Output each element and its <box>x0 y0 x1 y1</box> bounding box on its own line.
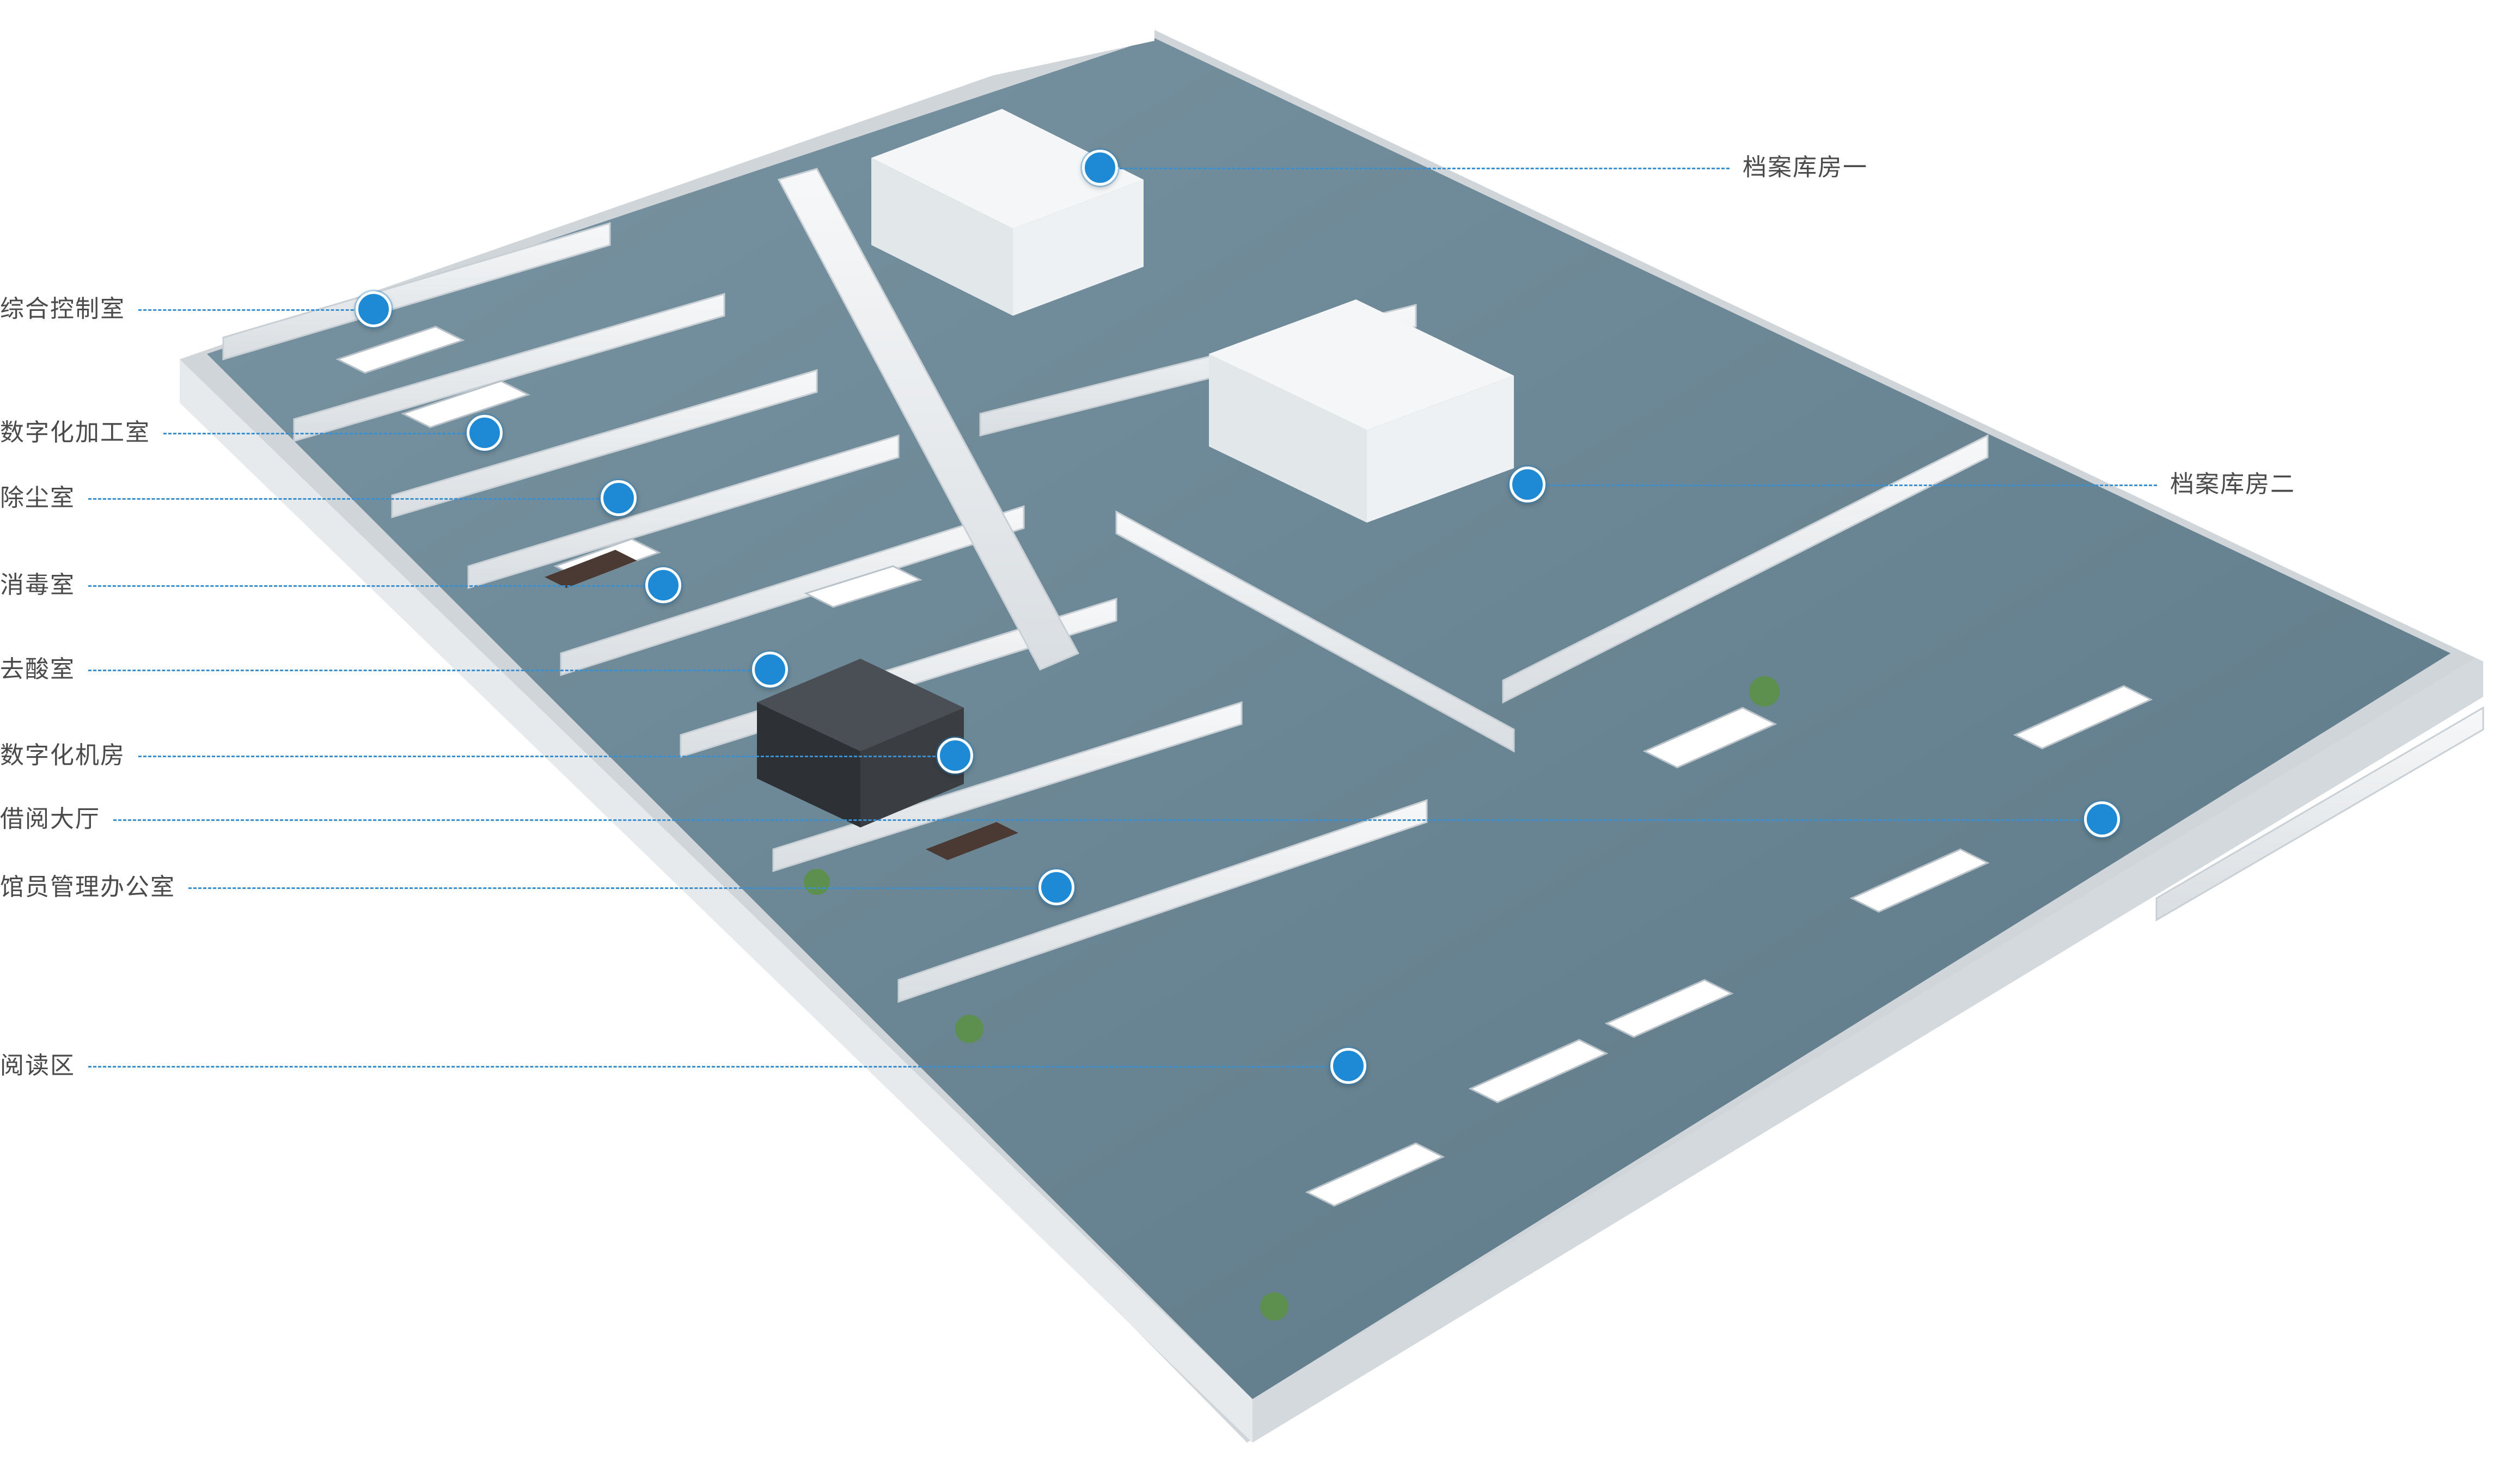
leader-line-control-room <box>138 309 374 311</box>
leader-line-deacidification-room <box>88 670 770 671</box>
outer-wall-left <box>180 359 1252 1443</box>
label-archive-2: 档案库房二 <box>2170 470 2295 498</box>
server-racks <box>757 659 964 827</box>
leader-line-lending-hall <box>113 819 2102 821</box>
office-desks <box>545 550 1018 860</box>
building-floor <box>207 38 2451 1399</box>
leader-line-server-room <box>138 756 955 757</box>
label-disinfection-room: 消毒室 <box>0 571 75 599</box>
label-lending-hall: 借阅大厅 <box>0 805 100 833</box>
leader-line-archive-1 <box>1100 168 1730 169</box>
hotspot-archive-2[interactable] <box>1510 467 1545 502</box>
leader-line-disinfection-room <box>88 585 663 587</box>
label-dust-removal-room: 除尘室 <box>0 484 75 512</box>
hotspot-dust-removal-room[interactable] <box>601 480 637 516</box>
label-archive-1: 档案库房一 <box>1743 154 1868 181</box>
label-deacidification-room: 去酸室 <box>0 655 75 683</box>
label-digitization-room: 数字化加工室 <box>0 419 150 446</box>
outer-wall-front <box>1252 653 2483 1443</box>
hotspot-staff-office[interactable] <box>1038 869 1074 905</box>
leader-line-digitization-room <box>163 433 485 434</box>
hotspot-disinfection-room[interactable] <box>645 567 681 603</box>
leader-line-dust-removal-room <box>88 498 619 500</box>
furniture <box>335 326 2153 1207</box>
archive-shelves-1 <box>871 109 1144 316</box>
leader-line-reading-area <box>88 1066 1348 1068</box>
outer-wall-back-left <box>697 19 1154 139</box>
leader-line-archive-2 <box>1527 485 2157 486</box>
leader-line-staff-office <box>188 887 1056 889</box>
hotspot-reading-area[interactable] <box>1330 1048 1366 1084</box>
partition-walls <box>222 168 2484 1003</box>
hotspot-control-room[interactable] <box>356 291 392 327</box>
hotspot-digitization-room[interactable] <box>467 415 503 451</box>
hotspot-lending-hall[interactable] <box>2084 801 2120 837</box>
label-staff-office: 馆员管理办公室 <box>0 873 175 901</box>
label-control-room: 综合控制室 <box>0 295 125 323</box>
archive-shelves-2 <box>1209 299 1514 523</box>
hotspot-deacidification-room[interactable] <box>752 652 788 688</box>
hotspot-server-room[interactable] <box>937 738 973 774</box>
label-server-room: 数字化机房 <box>0 741 125 769</box>
hotspot-archive-1[interactable] <box>1082 150 1118 186</box>
label-reading-area: 阅读区 <box>0 1052 75 1080</box>
outer-wall-back-right <box>1154 19 2483 661</box>
